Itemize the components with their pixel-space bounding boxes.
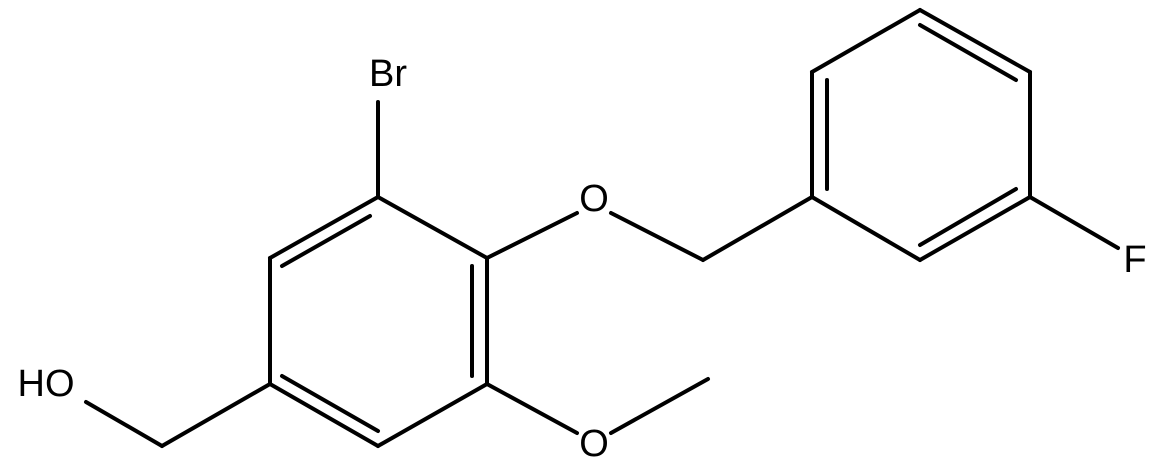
fluorophenyl-ring [810,8,1120,262]
fluorine-label: F [1123,239,1146,281]
bond-c5-methoxy-o [485,382,579,435]
bond-c1-c2 [268,195,380,260]
bond-c6-c1 [376,195,489,260]
hydroxyl-label: HO [18,363,75,405]
bromine-label: Br [369,53,407,95]
bond-r2-c2-c3 [810,8,922,74]
bond-c1-c2-inner [280,214,372,268]
bond-r2-c5-c6-inner [918,187,1018,247]
bond-r2-c5-c6 [918,195,1032,262]
ether-oxygen-label: O [579,178,609,220]
bond-ether-o-ch2 [609,211,705,262]
bond-r2-c3-c4 [918,8,1032,74]
bond-c3-ch2oh [160,382,272,448]
bond-r2-c5-f [1028,195,1120,250]
bond-ch2-hydroxyl [84,400,164,448]
bond-r2-c3-c4-inner [918,23,1018,82]
bond-c6-ether-o [485,211,579,260]
bond-methoxy-o-ch3 [609,377,710,435]
bond-r2-c6-c1 [810,195,922,262]
methoxy-oxygen-label: O [579,423,609,465]
central-benzene-ring [268,195,489,448]
bond-c3-c4-inner [280,374,380,433]
bond-c3-c4 [268,382,380,448]
bond-c4-c5 [376,382,489,448]
bond-ch2-ring2 [701,195,814,262]
